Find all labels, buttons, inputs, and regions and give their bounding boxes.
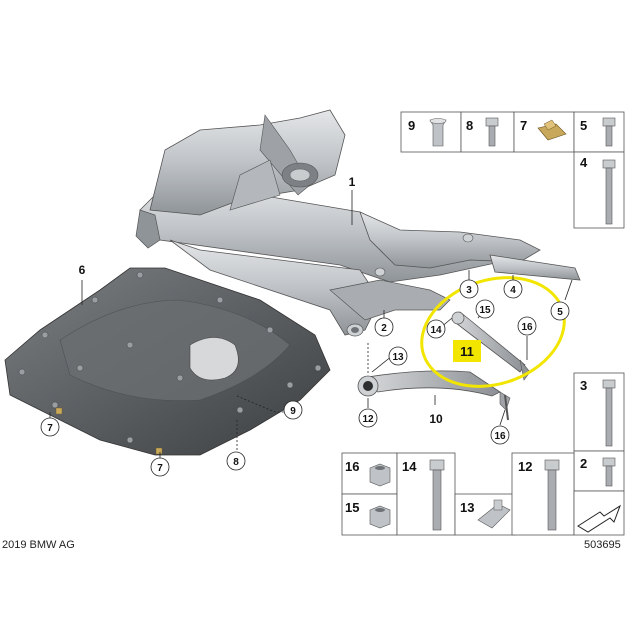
svg-text:1: 1 bbox=[349, 175, 356, 189]
bolt-12-icon bbox=[544, 459, 560, 531]
callout-5: 5 bbox=[550, 301, 570, 321]
leader-lines bbox=[49, 190, 573, 458]
right-part-2-label: 2 bbox=[580, 456, 587, 471]
svg-text:7: 7 bbox=[157, 463, 163, 474]
svg-text:15: 15 bbox=[479, 305, 491, 316]
svg-text:5: 5 bbox=[557, 307, 563, 318]
parts-table-bottom: 16 14 12 15 13 bbox=[341, 452, 625, 536]
callout-16-lower: 16 bbox=[490, 425, 510, 445]
bottom-part-16-label: 16 bbox=[345, 459, 359, 474]
hex-nut-15-icon bbox=[369, 505, 391, 529]
bottom-part-14-label: 14 bbox=[402, 459, 417, 474]
callout-10: 10 bbox=[429, 412, 443, 426]
short-bolt-icon bbox=[485, 117, 499, 147]
clip-13-icon bbox=[477, 499, 511, 529]
long-bolt-icon bbox=[602, 159, 616, 225]
svg-text:13: 13 bbox=[392, 352, 404, 363]
front-axle-subframe[interactable] bbox=[135, 109, 581, 337]
callout-7-left: 7 bbox=[40, 417, 60, 437]
diagram-id: 503695 bbox=[584, 539, 621, 551]
svg-text:12: 12 bbox=[362, 414, 374, 425]
bottom-part-13-label: 13 bbox=[460, 500, 474, 515]
svg-text:16: 16 bbox=[494, 431, 506, 442]
svg-text:10: 10 bbox=[429, 412, 443, 426]
svg-text:6: 6 bbox=[79, 263, 86, 277]
top-part-5-label: 5 bbox=[580, 118, 587, 133]
callout-7-mid: 7 bbox=[150, 457, 170, 477]
callout-1: 1 bbox=[349, 175, 356, 189]
callout-15: 15 bbox=[475, 299, 495, 319]
svg-text:2: 2 bbox=[381, 323, 387, 334]
flange-bolt-icon bbox=[602, 117, 616, 147]
callout-2: 2 bbox=[374, 317, 394, 337]
bottom-part-15-label: 15 bbox=[345, 500, 359, 515]
top-part-4-label: 4 bbox=[580, 155, 588, 170]
top-part-7-label: 7 bbox=[520, 118, 527, 133]
hex-nut-16-icon bbox=[369, 463, 391, 487]
callout-6: 6 bbox=[79, 263, 86, 277]
callout-14: 14 bbox=[426, 319, 446, 339]
bolt-3-icon bbox=[602, 379, 616, 447]
svg-text:7: 7 bbox=[47, 423, 53, 434]
callout-4: 4 bbox=[503, 279, 523, 299]
parts-table-top: 9 8 7 5 4 bbox=[400, 111, 625, 229]
callout-9: 9 bbox=[283, 400, 303, 420]
callout-3: 3 bbox=[459, 279, 479, 299]
bottom-part-12-label: 12 bbox=[518, 459, 532, 474]
direction-arrow-icon bbox=[577, 504, 621, 533]
svg-text:8: 8 bbox=[233, 457, 239, 468]
wishbone-10[interactable] bbox=[357, 370, 511, 421]
highlight-label: 11 bbox=[460, 344, 474, 359]
svg-text:14: 14 bbox=[430, 325, 442, 336]
svg-text:3: 3 bbox=[466, 285, 472, 296]
svg-text:4: 4 bbox=[510, 285, 516, 296]
bolt-2-icon bbox=[602, 457, 616, 487]
right-part-3-label: 3 bbox=[580, 378, 587, 393]
top-part-8-label: 8 bbox=[466, 118, 473, 133]
callout-8: 8 bbox=[226, 451, 246, 471]
callout-12: 12 bbox=[358, 408, 378, 428]
highlight-label-box bbox=[453, 340, 481, 362]
parts-table-right: 3 2 bbox=[573, 372, 625, 492]
sleeve-nut-icon bbox=[429, 118, 447, 147]
copyright-text: 2019 BMW AG bbox=[2, 539, 75, 551]
top-part-9-label: 9 bbox=[408, 118, 415, 133]
underbody-protection-panel[interactable] bbox=[4, 267, 331, 456]
svg-text:9: 9 bbox=[290, 406, 296, 417]
callout-13: 13 bbox=[388, 346, 408, 366]
svg-text:16: 16 bbox=[521, 322, 533, 333]
bolt-14-icon bbox=[429, 459, 445, 531]
clip-nut-icon bbox=[537, 119, 567, 141]
callout-16-upper: 16 bbox=[517, 316, 537, 336]
